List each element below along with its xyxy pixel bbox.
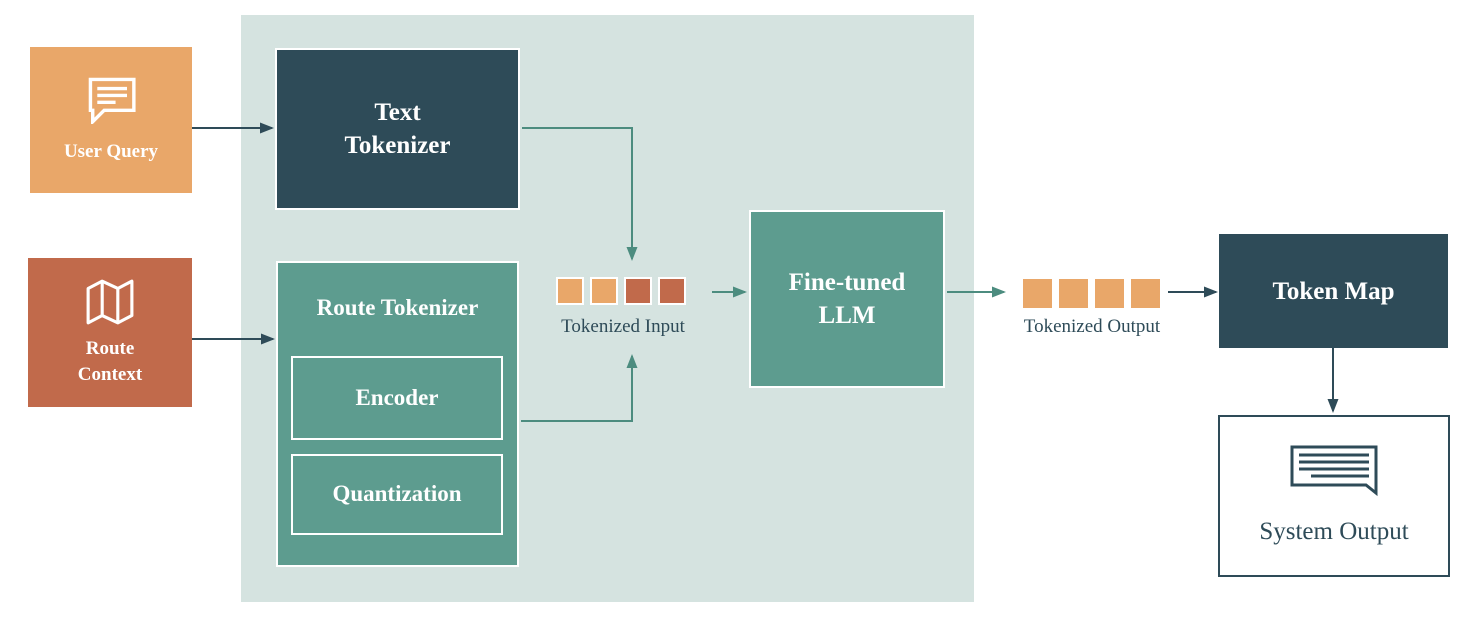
token-square xyxy=(1059,279,1088,308)
node-label: User Query xyxy=(63,140,159,162)
tokenized-output-label: Tokenized Output xyxy=(1023,316,1161,337)
node-token-map: Token Map xyxy=(1219,234,1448,348)
node-user-query: User Query xyxy=(30,47,192,193)
map-icon xyxy=(86,280,134,325)
node-label: Quantization xyxy=(332,481,462,507)
node-system-output: System Output xyxy=(1218,415,1450,577)
node-label: Fine-tuned LLM xyxy=(788,269,906,329)
node-route-tokenizer: Route Tokenizer Encoder Quantization xyxy=(276,261,519,567)
chat-bubble-icon xyxy=(1290,445,1378,496)
node-quantization: Quantization xyxy=(291,454,503,535)
token-square xyxy=(1131,279,1160,308)
token-square xyxy=(624,277,652,305)
node-route-context: Route Context xyxy=(28,258,192,407)
token-square xyxy=(1095,279,1124,308)
tokenized-input-label: Tokenized Input xyxy=(561,316,685,337)
tokenized-output-tokens xyxy=(1023,279,1160,308)
node-text-tokenizer: Text Tokenizer xyxy=(275,48,520,210)
node-label: System Output xyxy=(1259,517,1409,545)
token-square xyxy=(1023,279,1052,308)
node-label: Text Tokenizer xyxy=(344,99,451,159)
tokenized-input-tokens xyxy=(556,277,686,305)
chat-bubble-icon xyxy=(88,77,136,124)
node-label: Route Context xyxy=(77,338,143,385)
token-square xyxy=(556,277,584,305)
token-square xyxy=(590,277,618,305)
node-encoder: Encoder xyxy=(291,356,503,440)
node-fine-tuned-llm: Fine-tuned LLM xyxy=(749,210,945,388)
token-square xyxy=(658,277,686,305)
node-label: Route Tokenizer xyxy=(316,295,479,320)
node-label: Encoder xyxy=(355,384,439,410)
node-label: Token Map xyxy=(1272,277,1395,305)
